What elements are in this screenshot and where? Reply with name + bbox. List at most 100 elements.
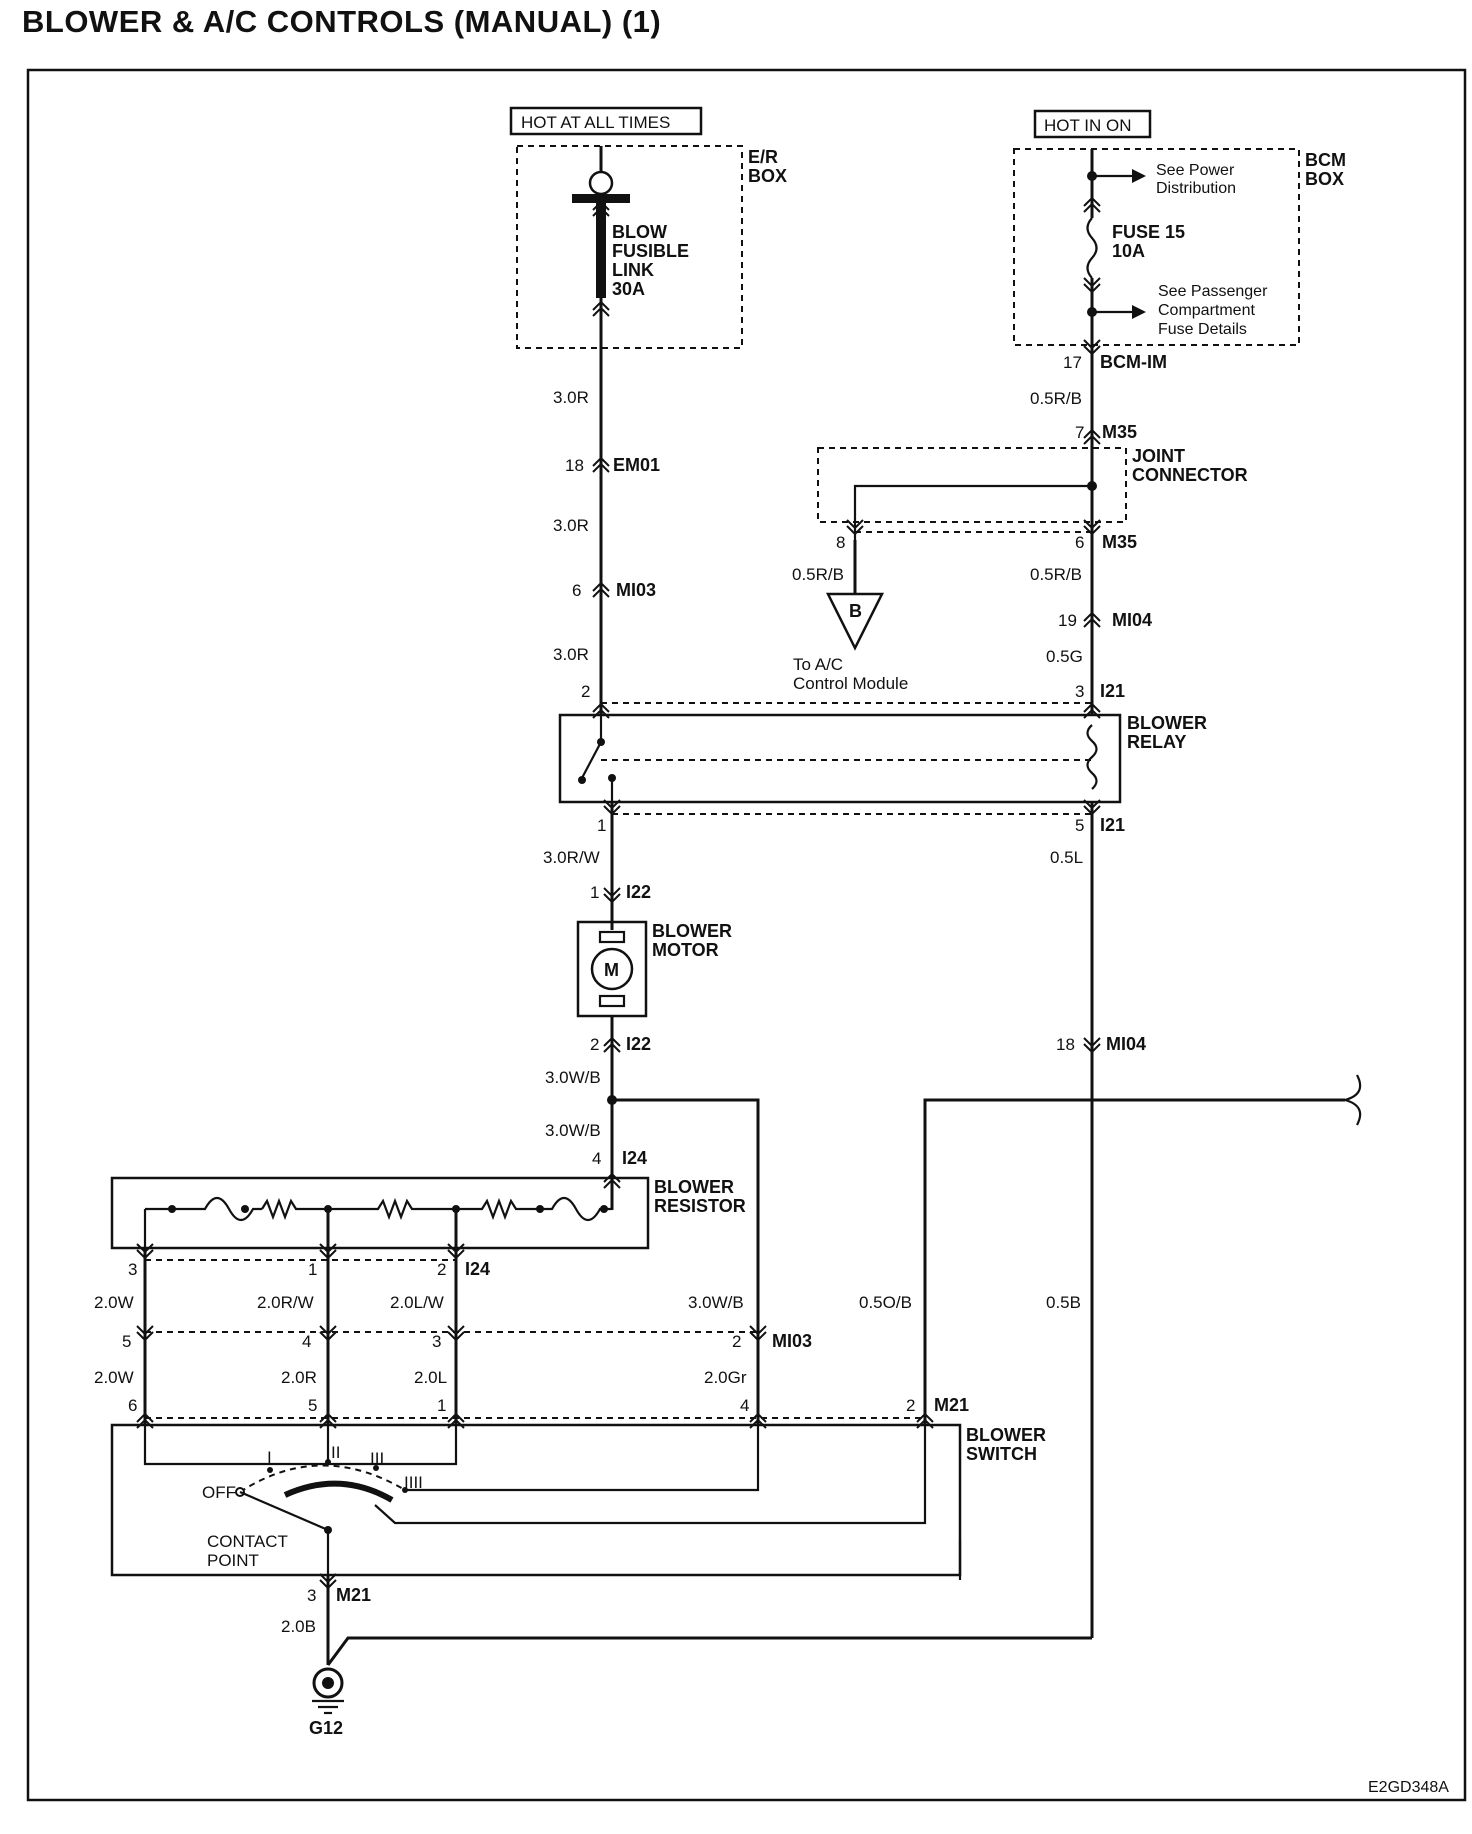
- diagram-frame: [26, 68, 1467, 1802]
- svg-text:Control Module: Control Module: [793, 674, 908, 693]
- wire-ground-return: [326, 1636, 1092, 1666]
- wire-label: 3.0R: [553, 516, 589, 535]
- svg-text:Distribution: Distribution: [1156, 180, 1236, 197]
- connector-id: MI04: [1112, 610, 1152, 630]
- svg-text:G12: G12: [309, 1718, 343, 1738]
- diagram-code: E2GD348A: [1368, 1779, 1449, 1796]
- joint-connector: JOINT CONNECTOR: [817, 446, 1248, 540]
- fuse-15-label: FUSE 15: [1112, 222, 1185, 242]
- wire-label: 2.0R/W: [257, 1293, 314, 1312]
- wire-label: 3.0W/B: [545, 1121, 601, 1140]
- svg-text:BOX: BOX: [748, 166, 787, 186]
- svg-text:BOX: BOX: [1305, 169, 1344, 189]
- connector-pin: 3: [307, 1586, 316, 1605]
- connector-pin: 8: [836, 533, 845, 552]
- wire-label: 0.5O/B: [859, 1293, 912, 1312]
- ground-symbol: G12: [309, 1667, 344, 1738]
- svg-text:BLOWER: BLOWER: [966, 1425, 1046, 1445]
- connector-id: I22: [626, 1034, 651, 1054]
- svg-text:BLOWER: BLOWER: [652, 921, 732, 941]
- svg-text:SWITCH: SWITCH: [966, 1444, 1037, 1464]
- connector-pin: 2: [732, 1332, 741, 1351]
- wire-label: 0.5R/B: [1030, 389, 1082, 408]
- wire-label: 0.5R/B: [1030, 565, 1082, 584]
- connector-id: BCM-IM: [1100, 352, 1167, 372]
- blow-fusible-link: BLOW FUSIBLE LINK 30A: [572, 146, 689, 299]
- connector-id: M35: [1102, 422, 1137, 442]
- svg-text:II: II: [331, 1443, 340, 1462]
- connector-pin: 6: [128, 1396, 137, 1415]
- wire-label: 2.0L/W: [390, 1293, 444, 1312]
- connector-id: M35: [1102, 532, 1137, 552]
- connector-id: I24: [465, 1259, 490, 1279]
- svg-text:Compartment: Compartment: [1158, 302, 1255, 319]
- connector-pin: 2: [590, 1035, 599, 1054]
- svg-text:CONNECTOR: CONNECTOR: [1132, 465, 1248, 485]
- connector-pin: 5: [308, 1396, 317, 1415]
- connector-pin: 2: [906, 1396, 915, 1415]
- connector-pin: 3: [128, 1260, 137, 1279]
- svg-text:IIII: IIII: [404, 1473, 423, 1492]
- connector-pin: 3: [1075, 682, 1084, 701]
- wire-label: 3.0R: [553, 645, 589, 664]
- hot-at-all-times-tag: HOT AT ALL TIMES: [509, 106, 703, 136]
- blower-resistor: BLOWER RESISTOR: [110, 1176, 746, 1250]
- wire-label: 2.0B: [281, 1617, 316, 1636]
- connector-pin: 1: [308, 1260, 317, 1279]
- connector-pin: 5: [122, 1332, 131, 1351]
- connector-pin: 1: [597, 816, 606, 835]
- connector-pin: 2: [437, 1260, 446, 1279]
- svg-text:10A: 10A: [1112, 241, 1145, 261]
- connector-id: M21: [934, 1395, 969, 1415]
- svg-text:Fuse Details: Fuse Details: [1158, 321, 1247, 338]
- svg-text:BLOWER: BLOWER: [1127, 713, 1207, 733]
- svg-text:RESISTOR: RESISTOR: [654, 1196, 746, 1216]
- bcm-box: BCM BOX: [1013, 148, 1346, 346]
- svg-text:III: III: [370, 1449, 384, 1468]
- connector-pin: 3: [432, 1332, 441, 1351]
- wire-label: 3.0W/B: [545, 1068, 601, 1087]
- connector-id: EM01: [613, 455, 660, 475]
- er-box: E/R BOX: [516, 145, 787, 349]
- svg-text:FUSIBLE: FUSIBLE: [612, 241, 689, 261]
- connector-chevrons: [136, 196, 1101, 1590]
- wire-label: 3.0R/W: [543, 848, 600, 867]
- svg-text:BLOW: BLOW: [612, 222, 667, 242]
- wire-3.0wb-to-switch: [612, 1098, 760, 1425]
- connector-pin: 2: [581, 682, 590, 701]
- connector-id: M21: [336, 1585, 371, 1605]
- svg-text:BCM: BCM: [1305, 150, 1346, 170]
- blower-switch: I II III IIII OFF CONTACT POINT BLOWER S…: [110, 1423, 1046, 1577]
- connector-id: I21: [1100, 681, 1125, 701]
- connector-pin: 5: [1075, 816, 1084, 835]
- wire-label: 2.0R: [281, 1368, 317, 1387]
- connector-pin: 1: [590, 883, 599, 902]
- wire-label: 0.5G: [1046, 647, 1083, 666]
- svg-text:E/R: E/R: [748, 147, 778, 167]
- wire-label: 2.0W: [94, 1368, 134, 1387]
- wire-continuation-break: [1344, 1074, 1362, 1126]
- connector-pin: 4: [740, 1396, 749, 1415]
- svg-text:M: M: [604, 960, 619, 980]
- svg-text:I: I: [267, 1448, 272, 1467]
- wire-label: 0.5R/B: [792, 565, 844, 584]
- page-title: BLOWER & A/C CONTROLS (MANUAL) (1): [22, 4, 662, 39]
- blower-relay: BLOWER RELAY: [558, 702, 1207, 815]
- svg-text:CONTACT: CONTACT: [207, 1532, 288, 1551]
- wire-label: 3.0R: [553, 388, 589, 407]
- connector-id: MI03: [616, 580, 656, 600]
- blower-motor: M BLOWER MOTOR: [576, 920, 732, 1018]
- connector-pin: 4: [302, 1332, 311, 1351]
- wire-label: 2.0Gr: [704, 1368, 747, 1387]
- connector-id: I21: [1100, 815, 1125, 835]
- connector-pin: 6: [1075, 533, 1084, 552]
- wire-label: 2.0L: [414, 1368, 447, 1387]
- svg-text:HOT IN ON: HOT IN ON: [1044, 116, 1132, 135]
- connector-id: I24: [622, 1148, 647, 1168]
- wire-label: 3.0W/B: [688, 1293, 744, 1312]
- connector-pin: 7: [1075, 423, 1084, 442]
- connector-id: MI04: [1106, 1034, 1146, 1054]
- fuse-15-symbol: [1086, 217, 1098, 279]
- connector-pin: 17: [1063, 353, 1082, 372]
